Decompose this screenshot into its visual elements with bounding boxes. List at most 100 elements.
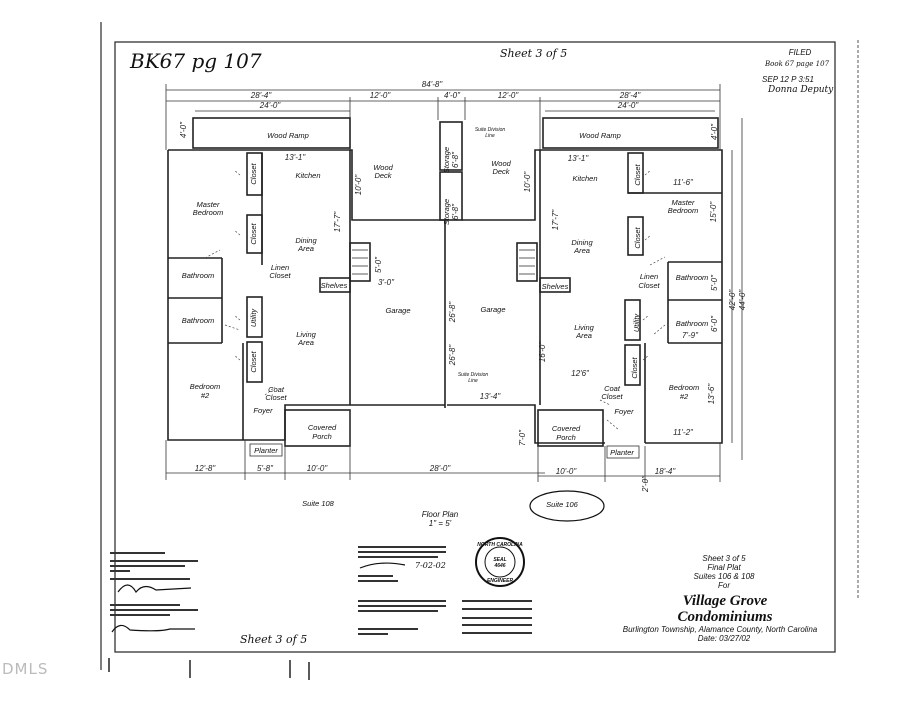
dim-garage-108: 26'-8" bbox=[448, 301, 457, 324]
dim-overall: 84'-8" bbox=[422, 80, 444, 89]
certificate-blocks bbox=[110, 546, 532, 635]
label-planter-106: Planter bbox=[610, 448, 634, 457]
label-closet-108a: Closet bbox=[249, 162, 258, 184]
label-living-108: Living bbox=[296, 330, 316, 339]
dim-ramp-106: 4'-0" bbox=[710, 123, 719, 140]
dim-left-12: 12'-0" bbox=[370, 91, 392, 100]
label-deck-106: Wood bbox=[491, 159, 511, 168]
dim-bottom-106b: 2'-0" bbox=[641, 475, 650, 493]
label-closet-108c: Closet bbox=[249, 350, 258, 372]
label-porch-108: Covered bbox=[308, 423, 337, 432]
label-shelves-108: Shelves bbox=[321, 281, 348, 290]
filed-signature: Donna Deputy bbox=[767, 85, 834, 95]
label-master-108: Master bbox=[197, 200, 220, 209]
dim-middle-4: 4'-0" bbox=[444, 91, 461, 100]
filed-stamp-time: SEP 12 P 3:51 bbox=[762, 75, 814, 84]
label-dining-106: Dining bbox=[571, 238, 593, 247]
dim-storage-2: 6'-8" bbox=[451, 203, 460, 220]
label-coat-106b: Closet bbox=[601, 392, 623, 401]
dim-right-28: 28'-4" bbox=[619, 91, 642, 100]
title-type: Final Plat bbox=[707, 563, 741, 572]
label-bathroom-108a: Bathroom bbox=[182, 271, 215, 280]
label-linen-106b: Closet bbox=[638, 281, 660, 290]
title-for: For bbox=[718, 581, 730, 590]
dim-bottom-108a: 12'-8" bbox=[195, 464, 217, 473]
label-linen-108: Linen bbox=[271, 263, 289, 272]
label-division-top: Suite Division bbox=[475, 127, 506, 133]
book-page-handwritten: BK67 pg 107 bbox=[129, 49, 262, 73]
dim-bottom-106c: 18'-4" bbox=[655, 467, 677, 476]
dim-side-42: 42'-0" bbox=[728, 289, 737, 311]
dim-garage-w-106: 13'-4" bbox=[480, 392, 502, 401]
dim-living-h-106: 16'-0" bbox=[538, 341, 547, 363]
dim-living-w-106: 12'6" bbox=[571, 369, 590, 378]
floor-plan-scale: 1" = 5' bbox=[429, 519, 452, 528]
label-porch-106: Covered bbox=[552, 424, 581, 433]
dim-side-44: 44'-0" bbox=[738, 289, 747, 311]
label-planter-108: Planter bbox=[254, 446, 278, 455]
top-dimensions: 84'-8" 28'-4" 24'-0" 12'-0" 4'-0" 12'-0"… bbox=[165, 80, 721, 150]
suite-108-label: Suite 108 bbox=[302, 499, 335, 508]
dim-right-12: 12'-0" bbox=[498, 91, 520, 100]
label-bathroom-106a: Bathroom bbox=[676, 273, 709, 282]
dim-left-28: 28'-4" bbox=[250, 91, 273, 100]
label-storage-1: Storage bbox=[442, 147, 451, 173]
dim-porch-106: 7'-0" bbox=[518, 429, 527, 446]
watermark: DMLS bbox=[2, 660, 48, 678]
label-division-top-b: Line bbox=[485, 133, 495, 139]
label-deck-108b: Deck bbox=[374, 171, 392, 180]
engineer-signature-date: 7-02-02 bbox=[415, 561, 446, 570]
label-linen-106: Linen bbox=[640, 272, 658, 281]
label-bedroom2-106: Bedroom bbox=[669, 383, 699, 392]
label-master-106b: Bedroom bbox=[668, 206, 698, 215]
title-name-2: Condominiums bbox=[677, 609, 772, 625]
label-deck-108: Wood bbox=[373, 163, 393, 172]
label-master-106: Master bbox=[672, 198, 695, 207]
label-bathroom-108b: Bathroom bbox=[182, 316, 215, 325]
label-kitchen-108: Kitchen bbox=[295, 171, 320, 180]
dim-ramp-108: 4'-0" bbox=[179, 121, 188, 138]
label-wood-ramp-108: Wood Ramp bbox=[267, 131, 309, 140]
dim-bottom-106a: 10'-0" bbox=[556, 467, 578, 476]
dim-bottom-108b: 5'-8" bbox=[257, 464, 274, 473]
dim-deck-106: 10'-0" bbox=[523, 171, 532, 193]
label-foyer-108: Foyer bbox=[253, 406, 273, 415]
label-closet-106a: Closet bbox=[633, 163, 642, 185]
seal-bottom-text: ENGINEER bbox=[487, 578, 514, 584]
label-closet-106b: Closet bbox=[633, 226, 642, 248]
filed-book-page: Book 67 page 107 bbox=[764, 60, 830, 68]
label-foyer-106: Foyer bbox=[614, 407, 634, 416]
label-coat-108b: Closet bbox=[265, 393, 287, 402]
dim-bottom-108c: 10'-0" bbox=[307, 464, 329, 473]
dim-storage-1: 6'-8" bbox=[451, 151, 460, 168]
dim-stair-108: 5'-0" bbox=[374, 256, 383, 273]
label-bedroom2-108b: #2 bbox=[201, 391, 210, 400]
label-living-106: Living bbox=[574, 323, 594, 332]
label-porch-106b: Porch bbox=[556, 433, 576, 442]
label-utility-108: Utility bbox=[249, 308, 258, 328]
dim-garage-106: 26'-8" bbox=[448, 344, 457, 367]
scan-marks bbox=[108, 658, 310, 680]
dim-bottom-108d: 28'-0" bbox=[429, 464, 452, 473]
label-closet-106c: Closet bbox=[630, 356, 639, 378]
label-storage-2: Storage bbox=[442, 199, 451, 225]
seal-word: SEAL bbox=[493, 557, 506, 563]
label-division-bottom: Suite Division bbox=[458, 372, 489, 378]
label-kitchen-106: Kitchen bbox=[572, 174, 597, 183]
label-coat-108: Coat bbox=[268, 385, 285, 394]
dim-dining-106: 17'-7" bbox=[551, 209, 560, 231]
dim-master-w-106: 11'-6" bbox=[673, 178, 694, 187]
sheet-border bbox=[114, 41, 836, 653]
label-division-bottom-b: Line bbox=[468, 378, 478, 384]
label-dining-108: Dining bbox=[295, 236, 317, 245]
label-bedroom2-106b: #2 bbox=[680, 392, 689, 401]
label-bathroom-106b: Bathroom bbox=[676, 319, 709, 328]
dim-bath2-w-106: 7'-9" bbox=[682, 331, 699, 340]
dim-kitchen-106: 13'-1" bbox=[568, 154, 590, 163]
label-dining-108b: Area bbox=[297, 244, 314, 253]
dim-bedroom2-w-106: 11'-2" bbox=[673, 428, 694, 437]
dim-kitchen-108: 13'-1" bbox=[285, 153, 307, 162]
label-linen-108b: Closet bbox=[269, 271, 291, 280]
suite-106-label: Suite 106 bbox=[546, 500, 579, 509]
